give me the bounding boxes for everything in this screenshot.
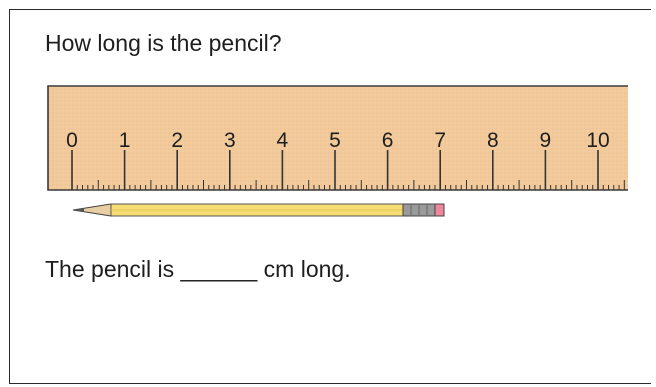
pencil-eraser — [434, 203, 445, 217]
answer-prefix: The pencil is — [45, 256, 175, 282]
ruler-tick-label: 7 — [434, 129, 446, 152]
answer-suffix: cm long. — [263, 256, 351, 282]
worksheet-card — [9, 9, 651, 384]
answer-sentence: The pencil is ______ cm long. — [45, 256, 351, 283]
ruler-tick-label: 4 — [277, 129, 289, 152]
pencil-lead — [73, 208, 84, 212]
ruler-tick-labels: 0 1 2 3 4 5 6 7 8 9 10 — [66, 129, 610, 152]
ruler-ticks — [71, 150, 625, 190]
ruler-tick-label: 0 — [66, 129, 78, 152]
answer-blank[interactable]: ______ — [180, 256, 258, 282]
ruler-tick-label: 2 — [171, 129, 183, 152]
ruler-tick-label: 5 — [329, 129, 341, 152]
ruler-tick-label: 1 — [119, 129, 131, 152]
ruler: 0 1 2 3 4 5 6 7 8 9 10 — [47, 85, 628, 191]
pencil — [72, 203, 445, 217]
ruler-tick-label: 6 — [382, 129, 394, 152]
ruler-tick-label: 8 — [487, 129, 499, 152]
ruler-body — [47, 85, 628, 191]
ruler-tick-label: 10 — [586, 129, 609, 152]
ruler-tick-label: 9 — [540, 129, 552, 152]
ruler-tick-label: 3 — [224, 129, 236, 152]
question-text: How long is the pencil? — [45, 30, 282, 56]
